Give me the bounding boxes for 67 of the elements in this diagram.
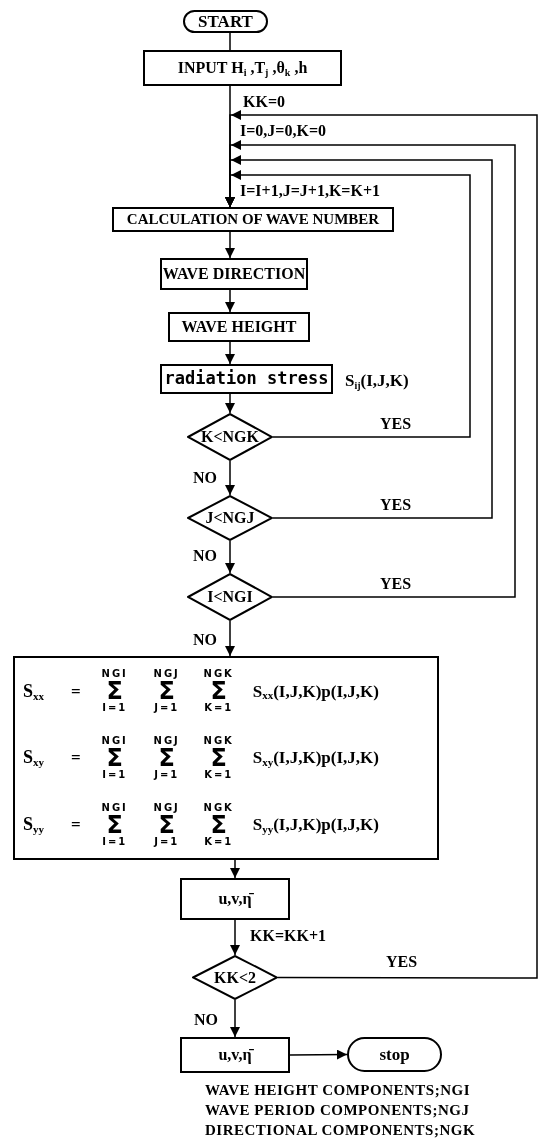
math-text: NGJ (153, 802, 180, 813)
math-text: I=1 (102, 703, 128, 714)
math-text: K=1 (204, 703, 234, 714)
math-symbol: Σ (106, 746, 123, 770)
decision-diamond: KK<2 (192, 955, 278, 1000)
math-text: NGI (101, 669, 128, 680)
math-symbol: Σ (210, 812, 227, 837)
math-symbol: Σ (106, 679, 123, 704)
math-text: K=1 (204, 770, 234, 780)
math-text: S$_{xy}$(I,J,K)p(I,J,K) (252, 747, 379, 770)
math-text: J=1 (154, 770, 180, 780)
arrow (225, 540, 235, 574)
math-text: I=1 (102, 770, 128, 780)
decision-diamond: K<NGK (187, 413, 273, 461)
annotation-text: S$_{ij}$(I,J,K) (345, 370, 409, 393)
note-text: WAVE PERIOD COMPONENTS;NGJ (205, 1101, 470, 1120)
math-text: S$_{yy}$(I,J,K)p(I,J,K) (252, 813, 379, 837)
math-text: = (71, 680, 81, 703)
process-box: WAVE DIRECTION (160, 258, 308, 290)
math-text: NGJ (153, 669, 180, 680)
process-box: u,v,η̄ (180, 1037, 290, 1073)
math-text: NGK (203, 802, 234, 813)
math-symbol: Σ (106, 812, 123, 837)
math-text: I=1 (102, 836, 128, 847)
arrow (225, 110, 538, 979)
process-box: WAVE HEIGHT (168, 312, 310, 342)
math-symbol: Σ (210, 746, 227, 770)
decision-diamond: I<NGI (187, 573, 273, 621)
arrow (225, 460, 235, 496)
arrow (289, 1049, 348, 1060)
arrow (230, 999, 240, 1038)
math-text: S$_{xx}$ (23, 679, 45, 704)
arrow (225, 341, 235, 365)
math-text: NGJ (153, 736, 180, 746)
process-box: INPUT H$_{i}$ ,T$_{j}$ ,θ$_{k}$ ,h (143, 50, 342, 86)
math-text: NGK (203, 736, 234, 746)
math-symbol: Σ (210, 679, 227, 704)
assignment-label: KK=0 (243, 92, 285, 112)
arrow (230, 859, 240, 879)
decision-diamond: J<NGJ (187, 495, 273, 541)
math-text: S$_{xy}$ (23, 746, 45, 771)
process-box: CALCULATION OF WAVE NUMBER (112, 207, 394, 232)
assignment-label: I=0,J=0,K=0 (240, 121, 327, 141)
math-text: NGI (101, 736, 128, 746)
process-box: radiation stress (160, 364, 333, 394)
arrow (230, 919, 240, 956)
math-text: NGK (203, 669, 234, 680)
math-text: = (71, 747, 81, 770)
arrow (225, 393, 235, 414)
process-box: u,v,η̄ (180, 878, 290, 920)
math-text: NGI (101, 802, 128, 813)
arrow (225, 289, 235, 313)
note-text: DIRECTIONAL COMPONENTS;NGK (205, 1121, 476, 1140)
math-text: S$_{yy}$ (23, 813, 45, 837)
arrow (225, 231, 235, 259)
math-text: S$_{xx}$(I,J,K)p(I,J,K) (252, 680, 379, 704)
math-text: J=1 (154, 703, 180, 714)
math-text: J=1 (154, 836, 180, 847)
math-symbol: Σ (158, 679, 175, 704)
math-text: = (71, 813, 81, 836)
assignment-label: I=I+1,J=J+1,K=K+1 (240, 181, 381, 201)
note-text: WAVE HEIGHT COMPONENTS;NGI (205, 1081, 470, 1100)
math-symbol: Σ (158, 746, 175, 770)
math-text: K=1 (204, 836, 234, 847)
formula-box (13, 656, 439, 860)
math-symbol: Σ (158, 812, 175, 837)
arrow (225, 620, 235, 657)
